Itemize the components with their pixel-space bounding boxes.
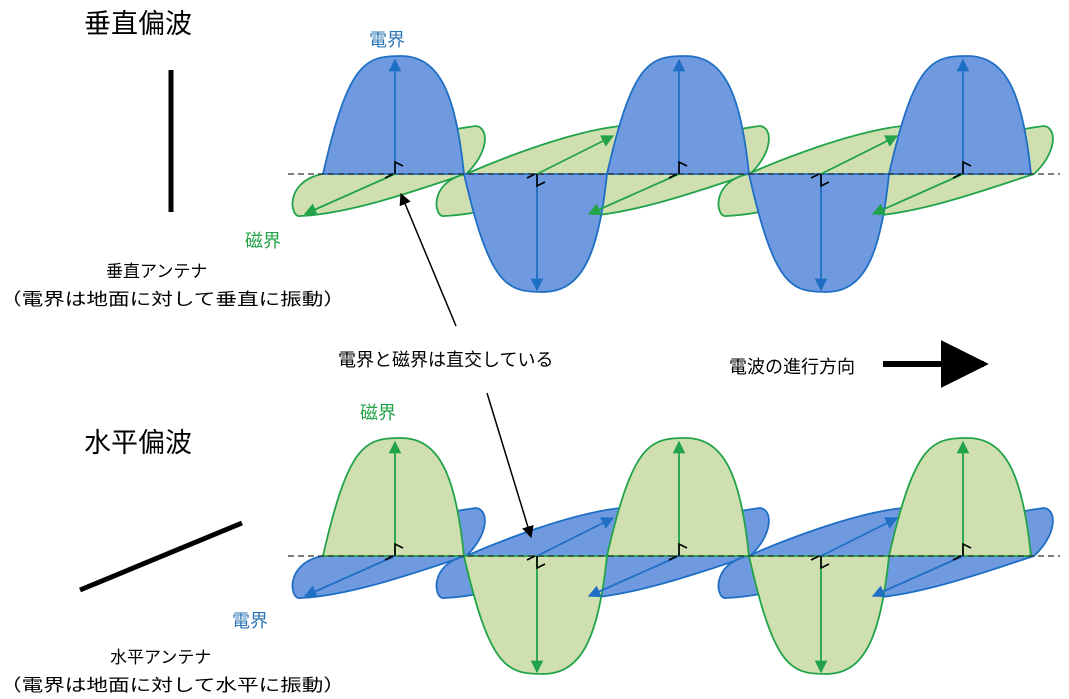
electric-field-lobe	[748, 173, 890, 293]
electric-field-vector	[303, 555, 396, 598]
electric-field-vector	[587, 555, 680, 598]
vertical-antenna-label: 垂直アンテナ	[106, 262, 207, 282]
right-angle-mark	[526, 555, 546, 570]
electric-field-vector	[536, 517, 615, 557]
horizontal-field-vectors	[303, 440, 972, 674]
vertical-antenna-note: （電界は地面に対して垂直に振動）	[0, 290, 345, 310]
vertical-title: 垂直偏波	[84, 9, 192, 40]
horizontal-electric-label: 電界	[232, 611, 268, 632]
right-angle-mark	[526, 173, 546, 188]
vertical-field-vectors	[303, 58, 972, 292]
right-angle-mark	[952, 160, 972, 179]
magnetic-field-vector	[303, 173, 396, 216]
magnetic-field-vector	[820, 135, 899, 175]
horizontal-antenna-label: 水平アンテナ	[110, 648, 211, 668]
right-angle-mark	[810, 555, 830, 570]
vertical-electric-label: 電界	[369, 30, 405, 51]
horizontal-magnetic-field-lobes	[322, 437, 1032, 675]
orthogonal-callout-arrow-top	[399, 192, 457, 327]
right-angle-mark	[668, 160, 688, 179]
electric-field-lobe	[463, 173, 608, 293]
vertical-magnetic-label: 磁界	[245, 231, 281, 252]
horizontal-title: 水平偏波	[84, 428, 192, 459]
magnetic-field-vector	[871, 173, 964, 216]
magnetic-field-vector	[536, 135, 615, 175]
vertical-polarization-wave	[288, 55, 1060, 293]
electric-field-vector	[820, 517, 899, 557]
magnetic-field-lobe	[606, 437, 750, 557]
horizontal-polarization-wave	[288, 437, 1060, 675]
magnetic-field-lobe	[322, 437, 465, 557]
vertical-electric-field-lobes	[322, 55, 1032, 293]
horizontal-antenna	[79, 520, 243, 593]
horizontal-magnetic-label: 磁界	[360, 403, 396, 424]
magnetic-field-lobe	[463, 555, 608, 675]
right-angle-mark	[952, 542, 972, 561]
electric-field-lobe	[322, 55, 465, 175]
magnetic-field-vector	[587, 173, 680, 216]
propagation-label: 電波の進行方向	[729, 357, 855, 378]
orthogonal-callout-arrow-bottom	[486, 392, 534, 539]
right-angle-mark	[384, 542, 404, 561]
magnetic-field-lobe	[748, 555, 890, 675]
horizontal-antenna-note: （電界は地面に対して水平に振動）	[0, 676, 345, 696]
electric-field-lobe	[606, 55, 750, 175]
right-angle-mark	[384, 160, 404, 179]
electric-field-lobe	[888, 55, 1032, 175]
electric-field-vector	[871, 555, 964, 598]
right-angle-mark	[810, 173, 830, 188]
magnetic-field-lobe	[888, 437, 1032, 557]
orthogonal-label: 電界と磁界は直交している	[338, 350, 553, 371]
right-angle-mark	[668, 542, 688, 561]
